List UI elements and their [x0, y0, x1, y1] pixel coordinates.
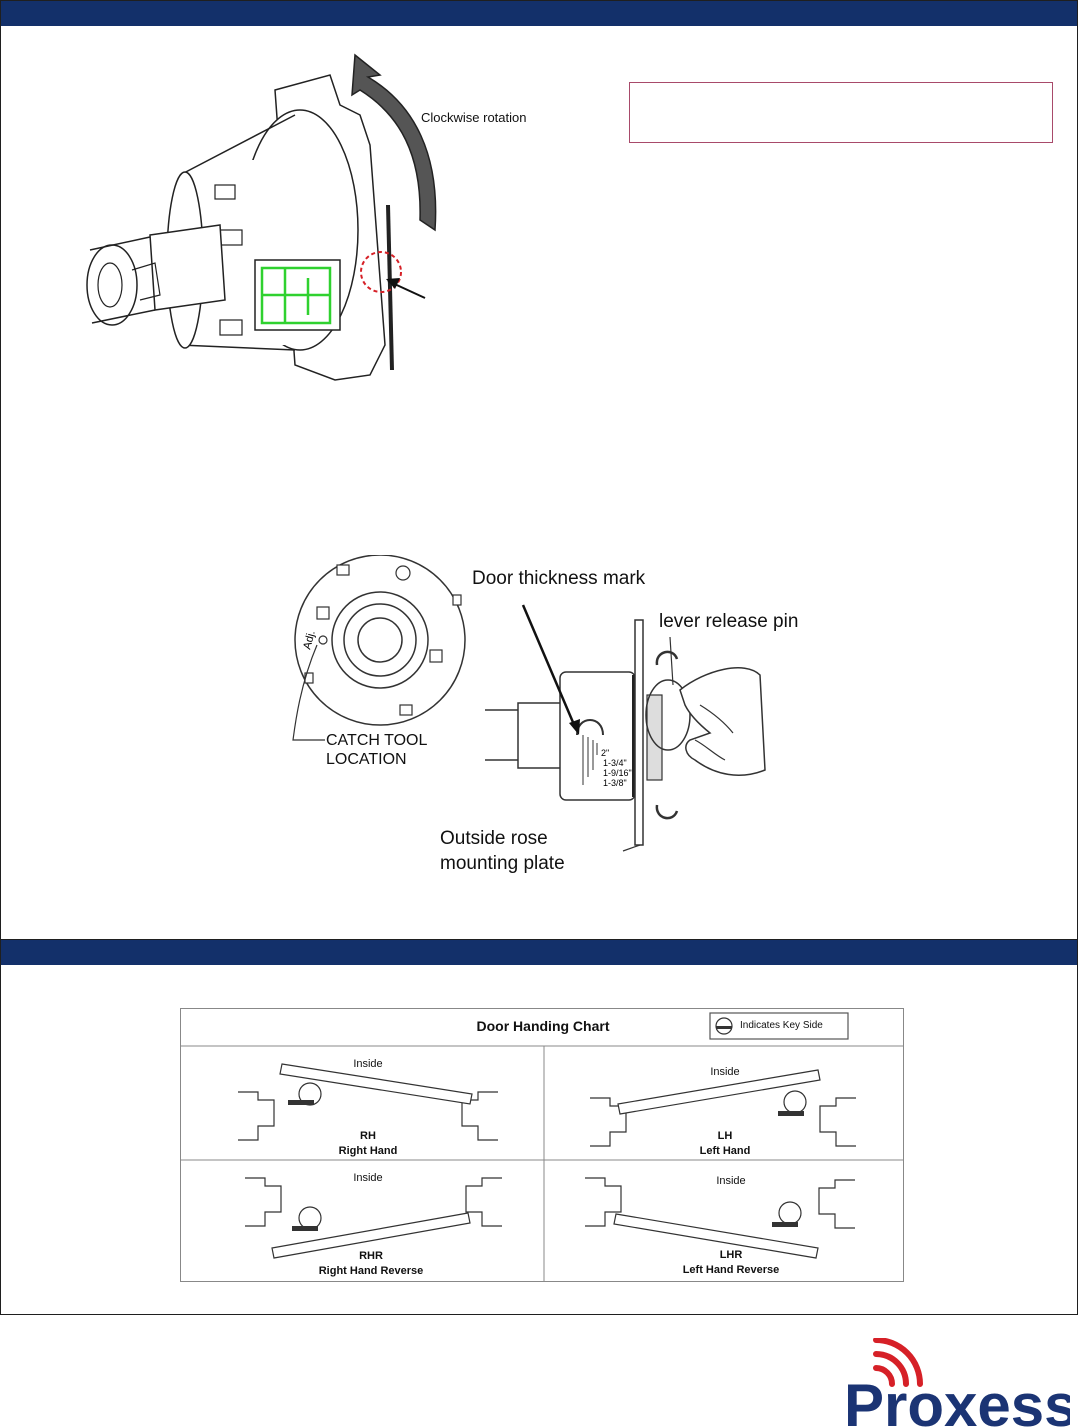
rh-diagram: [238, 1063, 498, 1141]
pointer-arrow-icon: [569, 719, 580, 735]
rotation-label: Clockwise rotation: [421, 110, 527, 125]
outside-rose-line2: mounting plate: [440, 853, 565, 874]
rotation-arrow-icon: [351, 53, 437, 232]
handing-panel: [0, 939, 1078, 1315]
rhr-diagram: [245, 1177, 502, 1259]
rh-name: Right Hand: [338, 1145, 398, 1157]
key-legend-box: [709, 1012, 849, 1040]
catch-tool-line1: CATCH TOOL: [326, 732, 428, 749]
lever-release-pin-label: lever release pin: [659, 611, 799, 632]
rotate-down-icon: [655, 804, 679, 820]
key-legend-label: Indicates Key Side: [740, 1020, 823, 1031]
lhr-name: Left Hand Reverse: [682, 1264, 780, 1276]
brand-name: Proxess: [844, 1372, 1070, 1428]
scale-mark-1-3-8: 1-3/8": [603, 778, 627, 788]
outside-rose-label: Outside rose mounting plate: [440, 826, 565, 876]
lhr-diagram: [585, 1177, 855, 1259]
door-handing-chart: [180, 1008, 904, 1282]
scale-mark-2: 2": [601, 748, 609, 758]
mounting-plate: [634, 619, 644, 846]
lh-diagram: [590, 1069, 856, 1147]
lh-name: Left Hand: [699, 1145, 751, 1157]
scale-mark-1-3-4: 1-3/4": [603, 758, 627, 768]
door-thickness-figure: 2" 1-3/4" 1-9/16" 1-3/8" Adj.: [292, 555, 766, 852]
callout-box: [629, 82, 1053, 143]
section-header-bar: [1, 940, 1077, 965]
catch-highlight-circle: [360, 251, 402, 293]
rhr-code: RHR: [359, 1250, 383, 1262]
outside-rose-line1: Outside rose: [440, 828, 548, 849]
release-pin-ring: [645, 679, 691, 751]
rhr-inside-label: Inside: [353, 1172, 383, 1184]
rotate-up-icon: [655, 650, 679, 666]
rhr-name: Right Hand Reverse: [318, 1265, 424, 1277]
catch-tool-line2: LOCATION: [326, 751, 407, 768]
signal-waves-icon: [873, 1338, 923, 1387]
latch-rotation-figure: [86, 53, 437, 381]
scale-mark-1-9-16: 1-9/16": [603, 768, 632, 778]
catch-tool-label: CATCH TOOL LOCATION: [326, 731, 427, 769]
adj-label: Adj.: [301, 629, 318, 650]
rh-inside-label: Inside: [353, 1058, 383, 1070]
rose-plate: [294, 555, 466, 726]
section-header-bar: [1, 1, 1077, 26]
rh-code: RH: [360, 1130, 376, 1142]
handing-chart-title: Door Handing Chart: [476, 1018, 610, 1034]
lhr-inside-label: Inside: [716, 1175, 746, 1187]
lh-code: LH: [717, 1130, 733, 1142]
lhr-code: LHR: [719, 1249, 743, 1261]
proxess-logo: Proxess: [844, 1338, 1070, 1428]
lh-inside-label: Inside: [710, 1066, 740, 1078]
pointer-arrow-icon: [386, 278, 400, 289]
door-thickness-label: Door thickness mark: [472, 568, 646, 589]
